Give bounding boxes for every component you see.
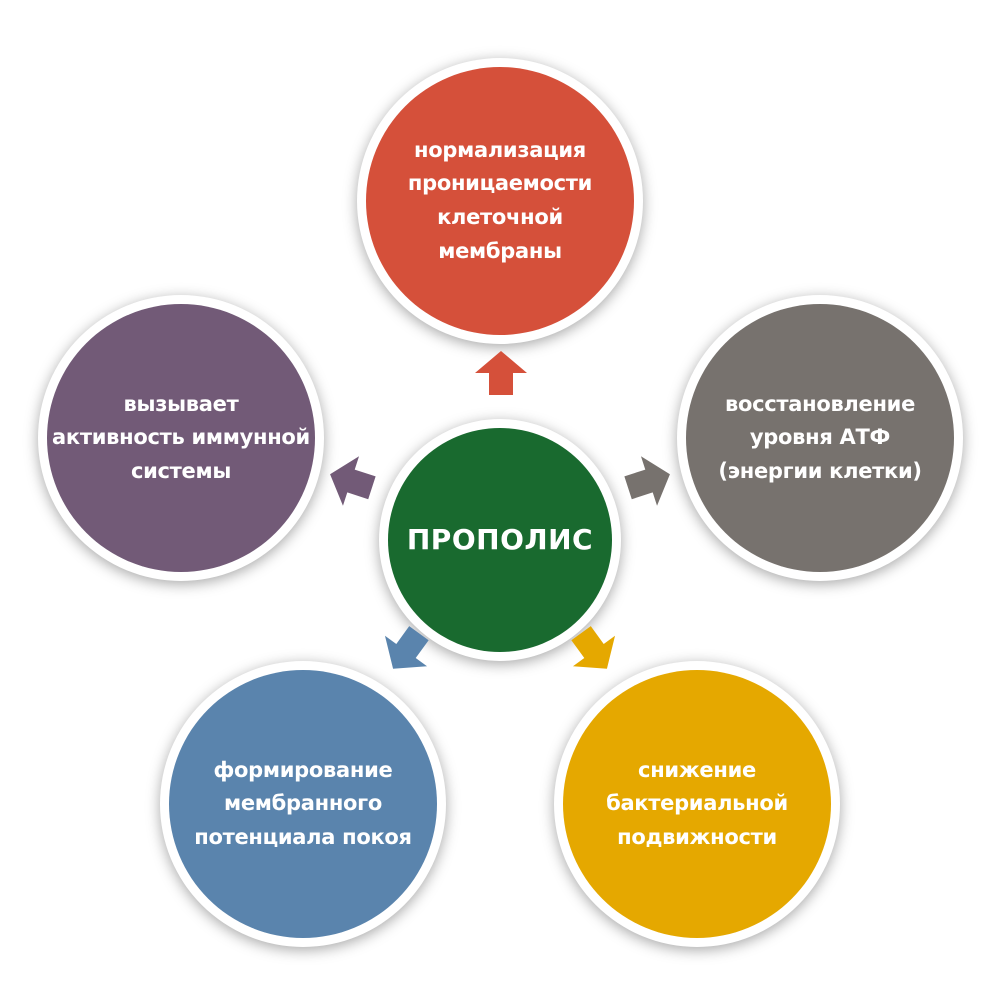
center-label: ПРОПОЛИС bbox=[406, 522, 594, 556]
node-top-circle: нормализация проницаемости клеточной мем… bbox=[366, 67, 634, 335]
arrow-up-icon bbox=[475, 351, 527, 395]
node-bottom-left-line-3: потенциала покоя bbox=[194, 824, 412, 849]
node-right-line-2: уровня АТФ bbox=[749, 425, 891, 450]
node-right-line-1: восстановление bbox=[724, 391, 916, 416]
node-top-line-3: клеточной bbox=[437, 205, 563, 229]
node-bottom-left-circle: формирование мембранного потенциала поко… bbox=[169, 670, 437, 938]
node-top-line-1: нормализация bbox=[414, 137, 586, 162]
node-bottom-right-text: снижение бактериальной подвижности bbox=[606, 754, 788, 855]
arrow-down-right-icon bbox=[571, 626, 616, 669]
node-top-text: нормализация проницаемости клеточной мем… bbox=[407, 134, 593, 268]
node-left-text: вызывает активность иммунной системы bbox=[52, 388, 310, 489]
node-bottom-right-circle: снижение бактериальной подвижности bbox=[563, 670, 831, 938]
node-bottom-left-line-2: мембранного bbox=[224, 791, 382, 816]
node-left-line-1: вызывает bbox=[123, 391, 239, 416]
center-circle: ПРОПОЛИС bbox=[388, 428, 612, 652]
node-bottom-left-line-1: формирование bbox=[213, 757, 393, 782]
node-bottom-left-text: формирование мембранного потенциала поко… bbox=[194, 754, 412, 855]
arrow-down-left-icon bbox=[384, 626, 429, 669]
node-left-line-3: системы bbox=[130, 458, 232, 483]
node-bottom-right-line-1: снижение bbox=[638, 757, 756, 782]
node-bottom-right-line-3: подвижности bbox=[617, 824, 777, 849]
node-left-circle: вызывает активность иммунной системы bbox=[47, 304, 315, 572]
arrow-left-icon bbox=[330, 456, 376, 506]
arrow-right-icon bbox=[624, 456, 670, 506]
node-top-line-2: проницаемости bbox=[407, 171, 593, 196]
node-left-line-2: активность иммунной bbox=[52, 425, 310, 450]
node-right-circle: восстановление уровня АТФ (энергии клетк… bbox=[686, 304, 954, 572]
node-bottom-right-line-2: бактериальной bbox=[606, 791, 788, 816]
node-right-line-3: (энергии клетки) bbox=[718, 458, 922, 483]
node-top-line-4: мембраны bbox=[438, 238, 562, 263]
node-right-text: восстановление уровня АТФ (энергии клетк… bbox=[718, 388, 922, 489]
